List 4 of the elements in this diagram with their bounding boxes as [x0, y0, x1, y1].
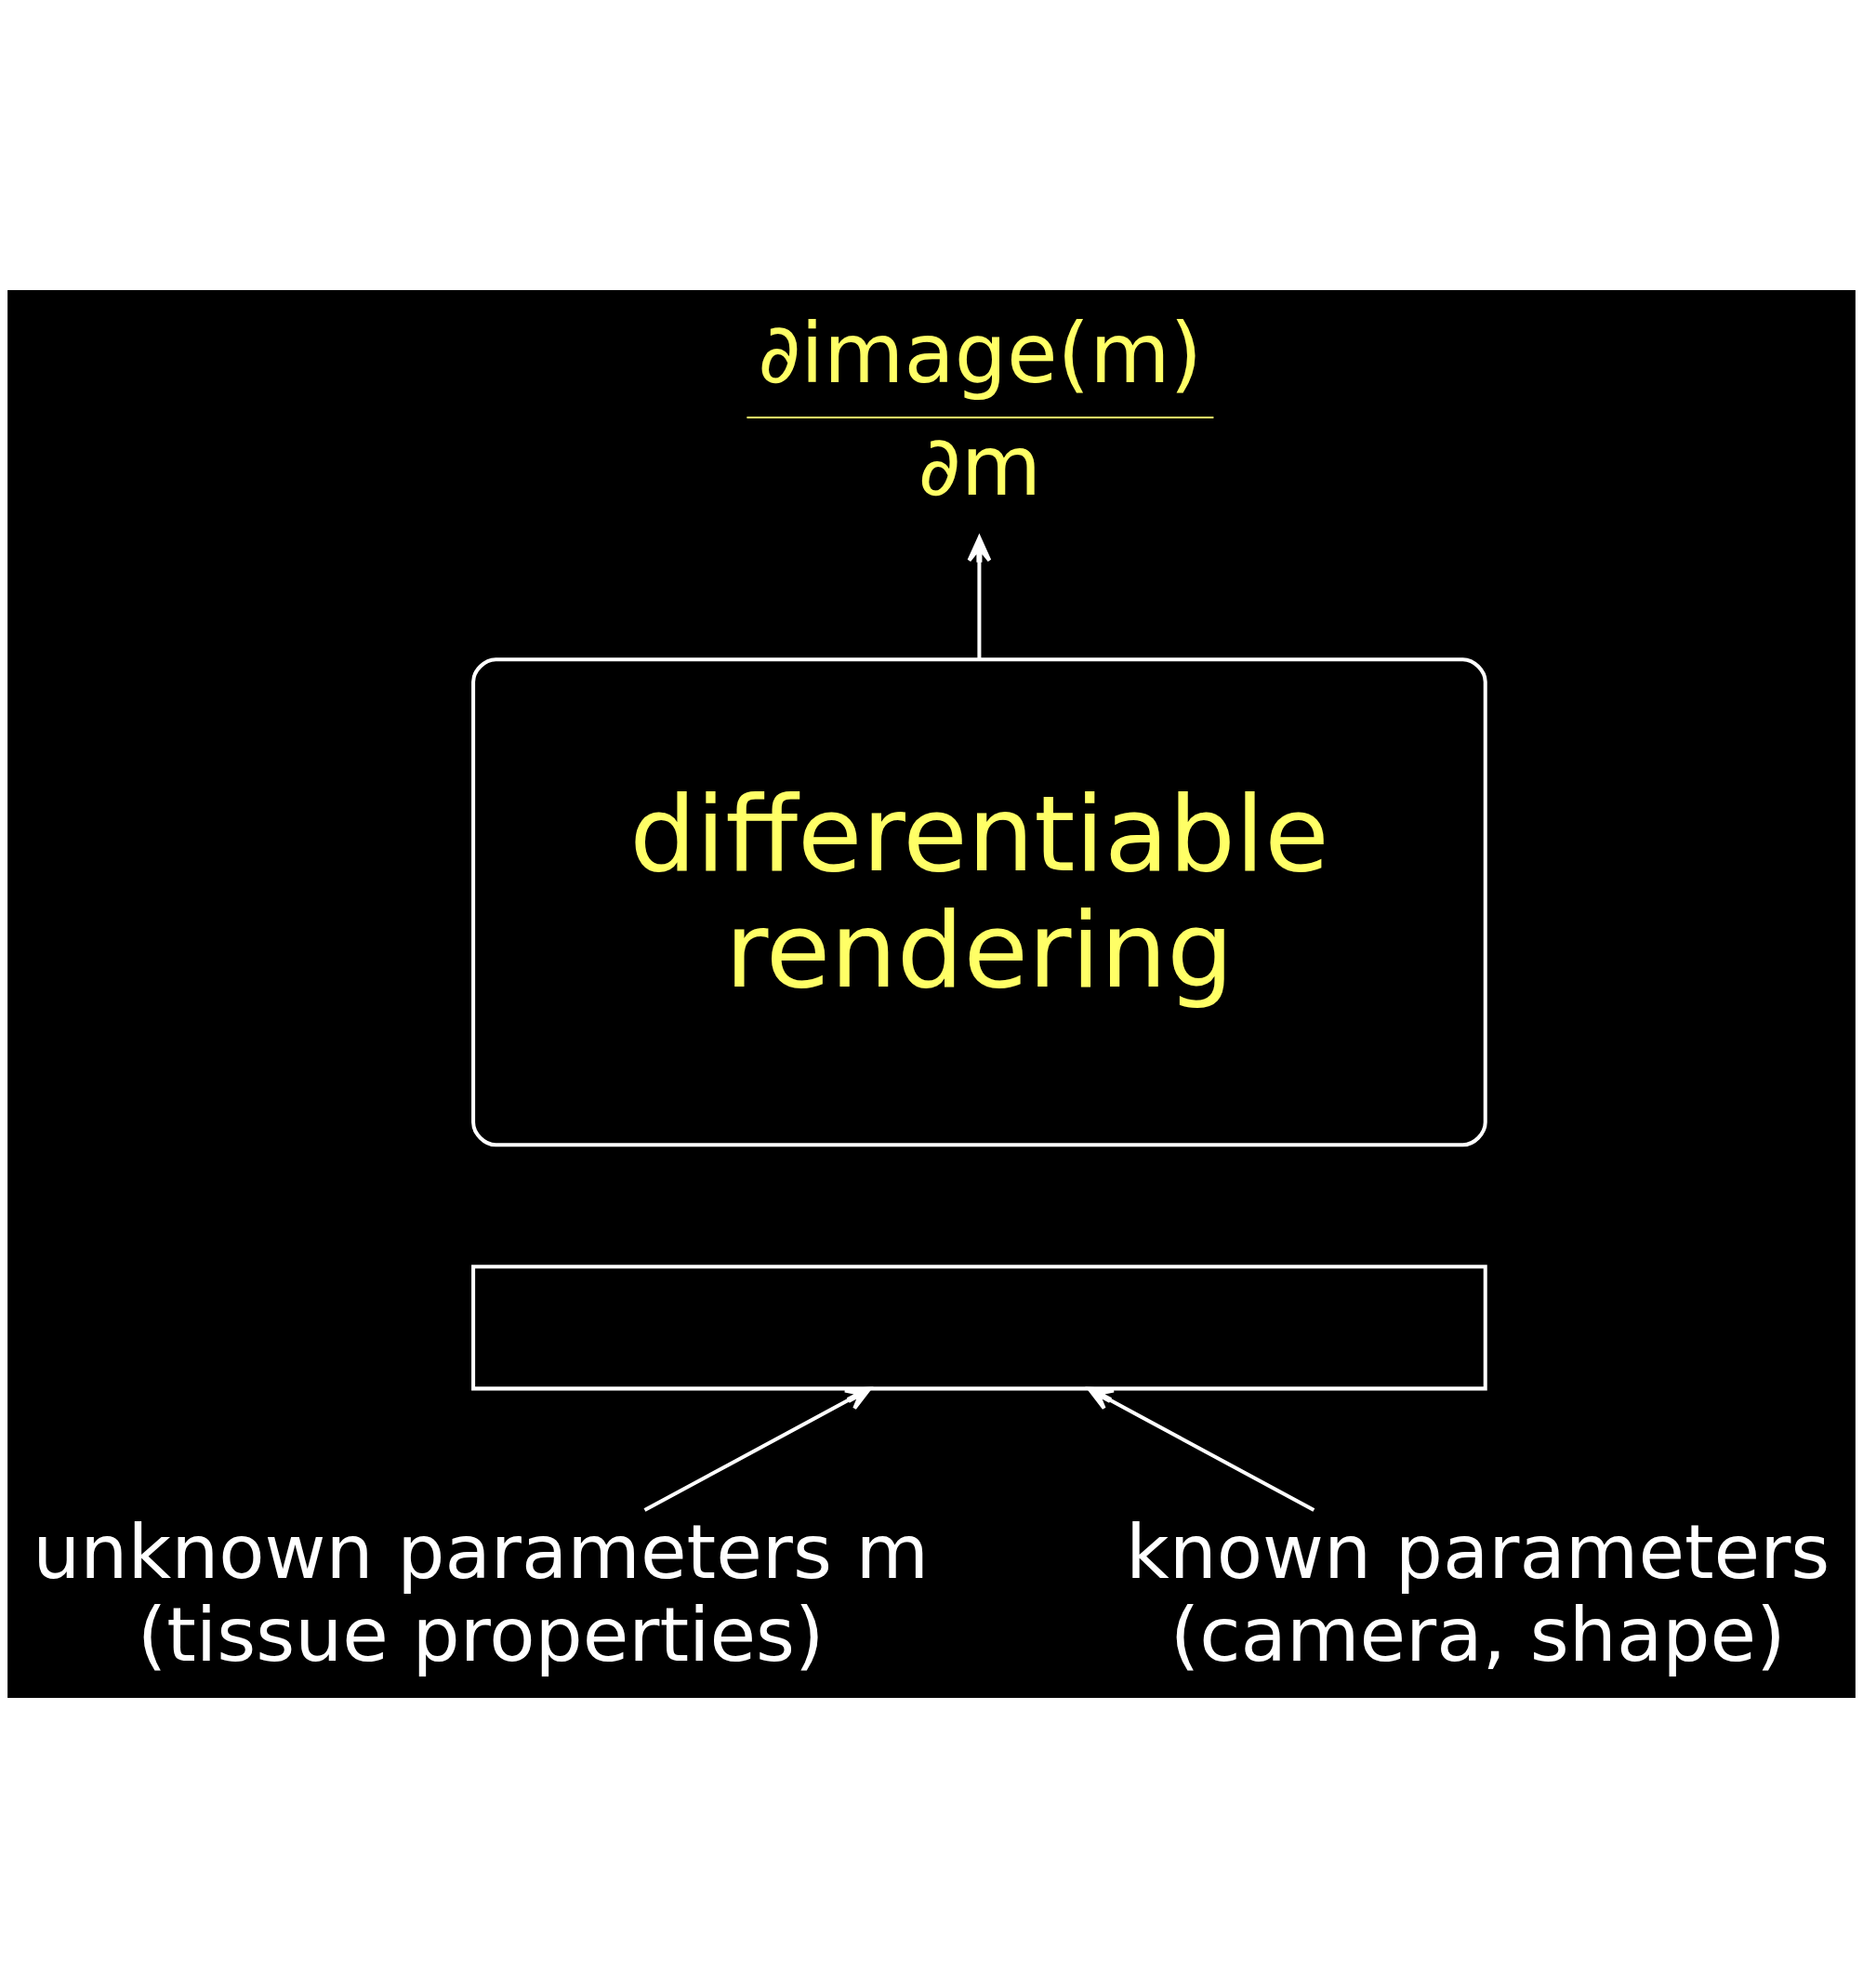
node-label: ∂image(m): [758, 306, 1203, 403]
node-text: known parameters (camera, shape): [1125, 1507, 1830, 1678]
node-label: ∂m: [918, 418, 1042, 515]
node-text: unknown parameters m (tissue properties): [33, 1507, 930, 1678]
